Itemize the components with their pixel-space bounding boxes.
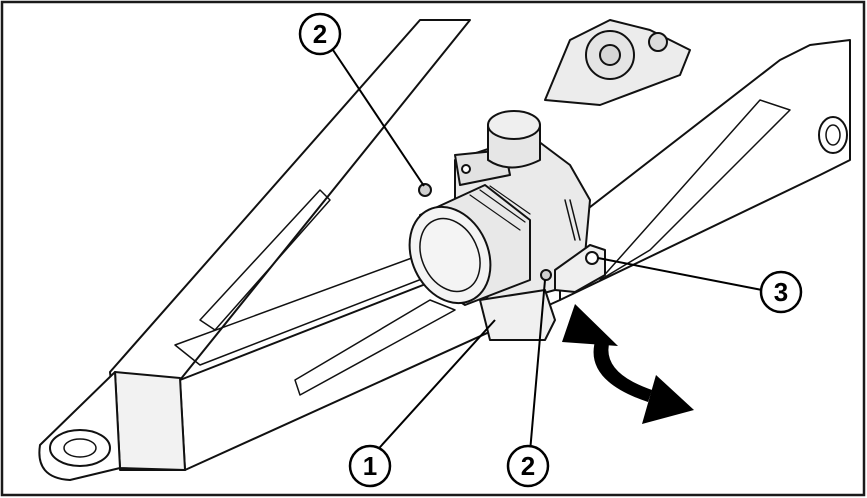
eyelet-outer (49, 429, 111, 467)
callout-label: 1 (363, 451, 377, 481)
lower-bracket (479, 289, 556, 341)
coupler-mouth-inner (419, 217, 481, 293)
mount-ring (818, 116, 848, 154)
leader-2-top (332, 49, 425, 187)
lever-spring (564, 199, 581, 241)
callout-label: 2 (313, 19, 327, 49)
callout-2-top: 2 (298, 12, 342, 56)
callout-circle (506, 444, 550, 488)
callout-3: 3 (759, 270, 803, 314)
coupler-ribs (469, 185, 531, 231)
leader-1 (371, 319, 496, 457)
drawbar-cutout-1 (199, 189, 331, 331)
reservoir-top (487, 110, 541, 140)
drawbar-cutout-3 (294, 299, 456, 396)
mount-ring-hole (825, 124, 841, 146)
top-nut (648, 32, 668, 52)
rotation-arrow-head-bottom (642, 375, 694, 424)
coupler-mouth (408, 205, 492, 305)
rotation-arrow-body (593, 338, 652, 402)
leader-3 (597, 257, 763, 291)
callout-2-bottom: 2 (506, 444, 550, 488)
tube-end (114, 371, 186, 471)
rotation-arrow-head-top (562, 304, 618, 346)
top-valve-cap (599, 44, 621, 66)
pin-top (418, 183, 432, 197)
callout-circle (348, 444, 392, 488)
callout-label: 3 (774, 277, 788, 307)
lever-pin (585, 251, 599, 265)
drawbar-assembly (38, 19, 851, 481)
eyelet-hole (63, 438, 97, 458)
leader-2-bottom (529, 279, 546, 453)
callout-label: 2 (521, 451, 535, 481)
callout-1: 1 (348, 444, 392, 488)
callout-circle (759, 270, 803, 314)
flange-bolt (461, 164, 471, 174)
beam-upper-cutout (599, 99, 791, 281)
rotation-arrow (562, 304, 694, 424)
leader-lines (332, 49, 763, 457)
pin-bottom (540, 269, 552, 281)
callout-circle (298, 12, 342, 56)
